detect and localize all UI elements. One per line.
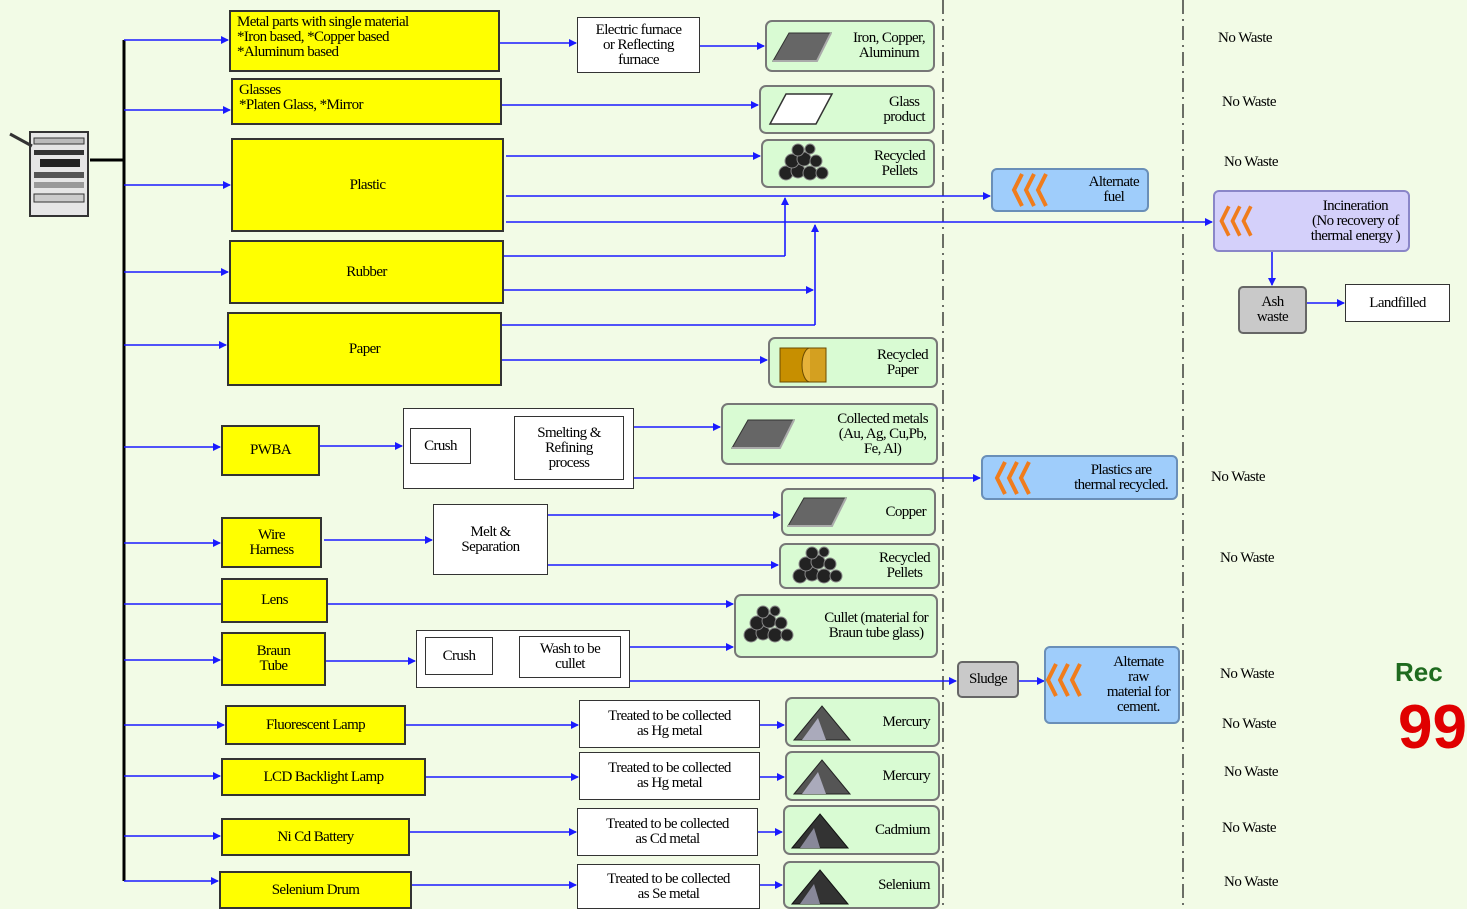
source-selenium-drum: Selenium Drum	[219, 871, 412, 909]
product-collected-metals: Collected metals (Au, Ag, Cu,Pb, Fe, Al)	[721, 403, 938, 465]
glass-pane-icon	[768, 93, 834, 125]
process-furnace: Electric furnace or Reflecting furnace	[577, 17, 700, 73]
pellets-icon	[792, 546, 843, 584]
source-wire-harness: Wire Harness	[221, 517, 322, 568]
no-waste-label: No Waste	[1222, 716, 1277, 732]
source-lens: Lens	[221, 578, 328, 623]
column-separators	[942, 0, 1184, 909]
energy-cement-material: Alternate raw material for cement.	[1044, 646, 1180, 724]
cadmium-pile-icon	[790, 813, 850, 849]
no-waste-label: No Waste	[1220, 666, 1275, 682]
selenium-pile-icon	[790, 869, 850, 905]
energy-thermal-recycled: Plastics are thermal recycled.	[981, 455, 1178, 500]
no-waste-label: No Waste	[1222, 820, 1277, 836]
process-wash-cullet: Wash to be cullet	[519, 636, 621, 678]
mercury-pile-icon	[792, 705, 852, 741]
process-se: Treated to be collected as Se metal	[577, 864, 760, 909]
heat-icon	[1219, 205, 1253, 237]
source-metal-parts: Metal parts with single material *Iron b…	[229, 10, 500, 72]
process-smelting: Smelting & Refining process	[514, 416, 624, 480]
source-glasses: Glasses *Platen Glass, *Mirror	[231, 78, 502, 125]
source-braun-tube: Braun Tube	[221, 632, 326, 686]
no-waste-label: No Waste	[1222, 94, 1277, 110]
process-crush-braun: Crush	[425, 637, 493, 675]
process-cd: Treated to be collected as Cd metal	[577, 808, 758, 856]
no-waste-label: No Waste	[1224, 154, 1279, 170]
no-waste-label: No Waste	[1224, 764, 1279, 780]
energy-alternate-fuel: Alternate fuel	[991, 168, 1149, 212]
process-melt-separation: Melt & Separation	[433, 504, 548, 575]
no-waste-label: No Waste	[1211, 469, 1266, 485]
sludge-box: Sludge	[957, 661, 1019, 698]
ash-waste-box: Ash waste	[1238, 286, 1307, 334]
source-nicd-battery: Ni Cd Battery	[221, 818, 410, 856]
process-crush-pwba: Crush	[410, 428, 471, 464]
pellets-icon	[778, 143, 829, 181]
mercury-pile-icon	[792, 759, 852, 795]
copper-ingot-icon	[787, 497, 847, 527]
process-hg-lcd: Treated to be collected as Hg metal	[579, 752, 760, 800]
copier-icon	[9, 131, 89, 217]
heat-icon	[1045, 663, 1082, 697]
ingot-icon	[772, 32, 832, 62]
source-fluorescent-lamp: Fluorescent Lamp	[225, 705, 406, 745]
metal-ingot-icon	[731, 419, 795, 449]
no-waste-label: No Waste	[1220, 550, 1275, 566]
incineration-box: Incineration (No recovery of thermal ene…	[1213, 190, 1410, 252]
source-rubber: Rubber	[229, 240, 504, 304]
recycling-rate-value: 99	[1398, 693, 1467, 762]
trunk	[90, 40, 126, 881]
source-lcd-backlight-lamp: LCD Backlight Lamp	[221, 758, 426, 796]
heat-icon	[994, 461, 1031, 495]
no-waste-label: No Waste	[1224, 874, 1279, 890]
source-pwba: PWBA	[221, 425, 320, 476]
no-waste-label: No Waste	[1218, 30, 1273, 46]
recycling-rate-label: Rec	[1395, 657, 1443, 687]
source-plastic: Plastic	[231, 138, 504, 232]
landfilled-box: Landfilled	[1345, 284, 1450, 322]
paper-roll-icon	[779, 347, 827, 383]
heat-icon	[1011, 173, 1048, 207]
source-paper: Paper	[227, 312, 502, 386]
process-hg-fluorescent: Treated to be collected as Hg metal	[579, 700, 760, 748]
cullet-icon	[743, 605, 794, 643]
